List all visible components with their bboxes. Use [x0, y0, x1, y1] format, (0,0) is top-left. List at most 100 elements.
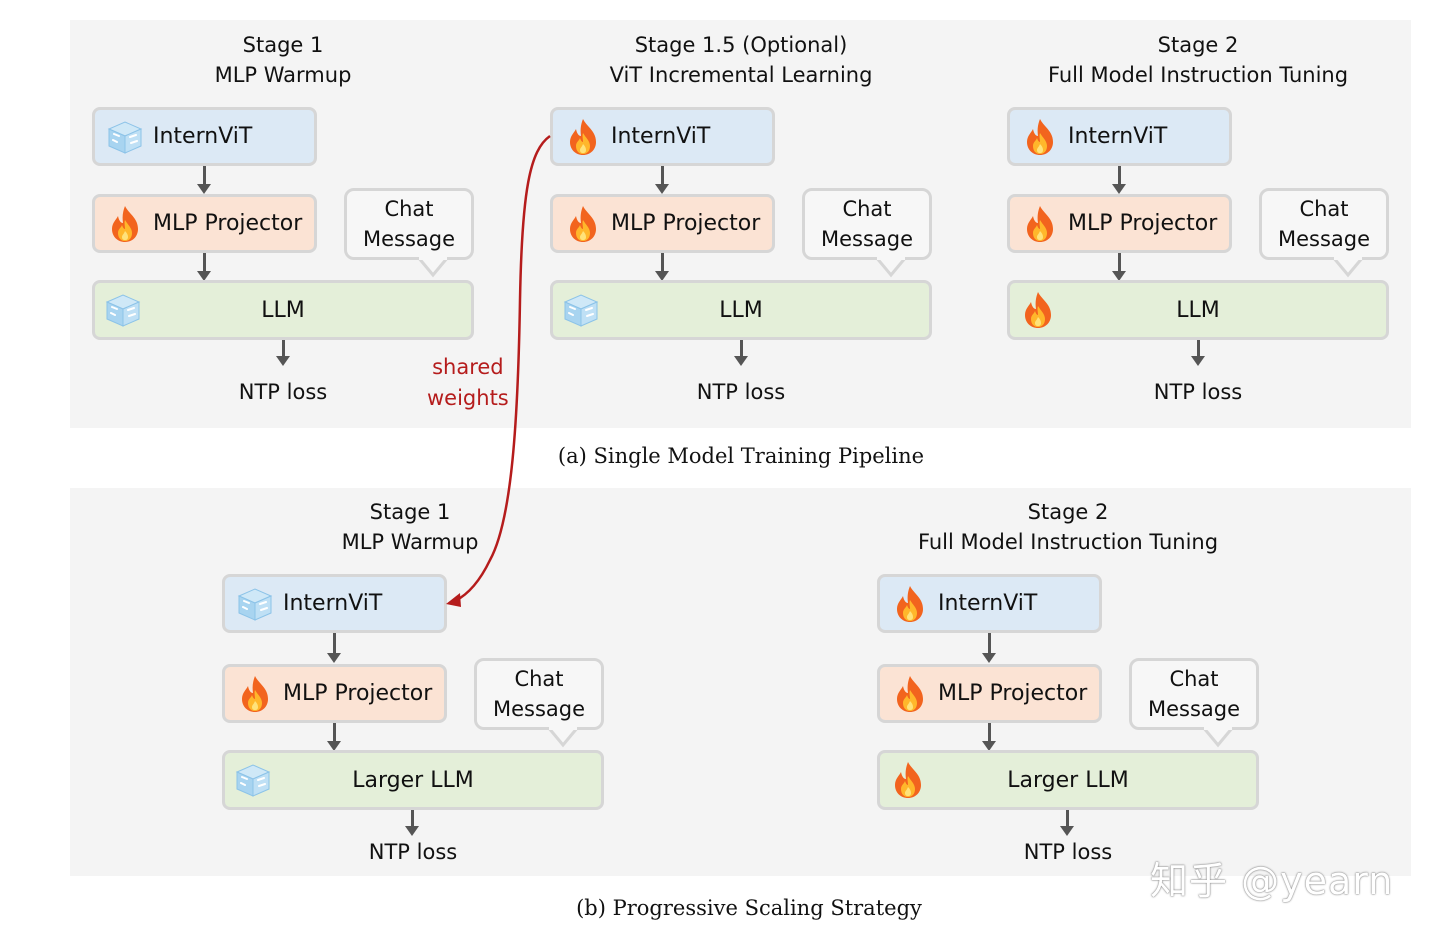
llm-label: LLM	[261, 297, 305, 323]
llm-box: LLM	[550, 280, 932, 340]
internvit-box: InternViT	[1007, 107, 1232, 166]
watermark-text: 知乎 @yearn	[1150, 859, 1394, 903]
shared-weights-line1: shared	[432, 355, 504, 379]
arrow-down	[1112, 253, 1126, 281]
arrow-down	[327, 723, 341, 751]
larger-llm-label: Larger LLM	[352, 767, 474, 793]
mlp-projector-box: MLP Projector	[550, 194, 775, 253]
ntp-loss-label: NTP loss	[368, 840, 458, 864]
bubble-tail	[546, 727, 580, 748]
stage-title: Stage 1.5 (Optional) ViT Incremental Lea…	[610, 30, 873, 90]
stage-title: Stage 2 Full Model Instruction Tuning	[918, 497, 1218, 557]
stage-title-line2: Full Model Instruction Tuning	[917, 530, 1219, 554]
flame-icon	[888, 760, 928, 800]
stage-title-line2: MLP Warmup	[341, 530, 479, 554]
stage-title: Stage 2 Full Model Instruction Tuning	[1048, 30, 1348, 90]
chat-message-bubble: Chat Message	[344, 188, 474, 260]
chat-message-bubble: Chat Message	[1129, 658, 1259, 730]
mlp-projector-box: MLP Projector	[1007, 194, 1232, 253]
ice-cube-icon	[233, 760, 273, 800]
mlp-projector-box: MLP Projector	[877, 664, 1102, 723]
chat-message-line1: Chat	[384, 197, 434, 221]
arrow-down	[405, 810, 419, 836]
mlp-projector-label: MLP Projector	[1068, 211, 1218, 236]
bubble-tail	[874, 257, 908, 278]
shared-weights-line2: weights	[427, 386, 509, 410]
ntp-loss-label: NTP loss	[238, 380, 328, 404]
chat-message-line1: Chat	[1169, 667, 1219, 691]
internvit-label: InternViT	[938, 591, 1038, 616]
internvit-label: InternViT	[611, 124, 711, 149]
chat-message-line2: Message	[1277, 227, 1371, 251]
larger-llm-box: Larger LLM	[222, 750, 604, 810]
chat-message-line2: Message	[492, 697, 586, 721]
flame-icon	[563, 117, 603, 157]
chat-message-line2: Message	[820, 227, 914, 251]
ice-cube-icon	[103, 290, 143, 330]
chat-message-bubble: Chat Message	[802, 188, 932, 260]
flame-icon	[890, 674, 930, 714]
internvit-box: InternViT	[550, 107, 775, 166]
panel-b-caption: (b) Progressive Scaling Strategy	[576, 896, 922, 920]
ntp-loss-label: NTP loss	[1153, 380, 1243, 404]
ice-cube-icon	[105, 117, 145, 157]
larger-llm-box: Larger LLM	[877, 750, 1259, 810]
stage-title-line2: Full Model Instruction Tuning	[1047, 63, 1349, 87]
arrow-down	[655, 253, 669, 281]
internvit-box: InternViT	[92, 107, 317, 166]
chat-message-line2: Message	[1147, 697, 1241, 721]
mlp-projector-label: MLP Projector	[153, 211, 303, 236]
panel-a-caption: (a) Single Model Training Pipeline	[557, 444, 925, 468]
stage-title-line2: ViT Incremental Learning	[609, 63, 873, 87]
llm-label: LLM	[1176, 297, 1220, 323]
internvit-label: InternViT	[153, 124, 253, 149]
mlp-projector-label: MLP Projector	[938, 681, 1088, 706]
internvit-box: InternViT	[222, 574, 447, 633]
llm-box: LLM	[92, 280, 474, 340]
stage-title: Stage 1 MLP Warmup	[215, 30, 352, 90]
arrow-down	[197, 253, 211, 281]
flame-icon	[890, 584, 930, 624]
chat-message-line1: Chat	[1299, 197, 1349, 221]
arrow-down	[734, 340, 748, 366]
chat-message-bubble: Chat Message	[474, 658, 604, 730]
arrow-down	[276, 340, 290, 366]
flame-icon	[105, 204, 145, 244]
arrow-down	[655, 166, 669, 194]
arrow-down	[982, 633, 996, 663]
larger-llm-label: Larger LLM	[1007, 767, 1129, 793]
internvit-label: InternViT	[1068, 124, 1168, 149]
ice-cube-icon	[561, 290, 601, 330]
arrow-down	[1112, 166, 1126, 194]
mlp-projector-box: MLP Projector	[222, 664, 447, 723]
arrow-down	[1060, 810, 1074, 836]
shared-weights-label: shared weights	[427, 352, 509, 414]
chat-message-line2: Message	[362, 227, 456, 251]
flame-icon	[1018, 290, 1058, 330]
stage-title-line2: MLP Warmup	[214, 63, 352, 87]
internvit-box: InternViT	[877, 574, 1102, 633]
bubble-tail	[1201, 727, 1235, 748]
mlp-projector-label: MLP Projector	[283, 681, 433, 706]
llm-label: LLM	[719, 297, 763, 323]
ntp-loss-label: NTP loss	[696, 380, 786, 404]
arrow-down	[982, 723, 996, 751]
ntp-loss-label: NTP loss	[1023, 840, 1113, 864]
stage-title-line1: Stage 1	[242, 33, 324, 57]
stage-title-line1: Stage 1	[369, 500, 451, 524]
bubble-tail	[416, 257, 450, 278]
arrow-down	[1191, 340, 1205, 366]
flame-icon	[1020, 204, 1060, 244]
stage-title-line1: Stage 2	[1157, 33, 1239, 57]
chat-message-bubble: Chat Message	[1259, 188, 1389, 260]
mlp-projector-box: MLP Projector	[92, 194, 317, 253]
stage-title-line1: Stage 1.5 (Optional)	[634, 33, 848, 57]
llm-box: LLM	[1007, 280, 1389, 340]
internvit-label: InternViT	[283, 591, 383, 616]
mlp-projector-label: MLP Projector	[611, 211, 761, 236]
chat-message-line1: Chat	[514, 667, 564, 691]
flame-icon	[563, 204, 603, 244]
arrow-down	[197, 166, 211, 194]
chat-message-line1: Chat	[842, 197, 892, 221]
ice-cube-icon	[235, 584, 275, 624]
